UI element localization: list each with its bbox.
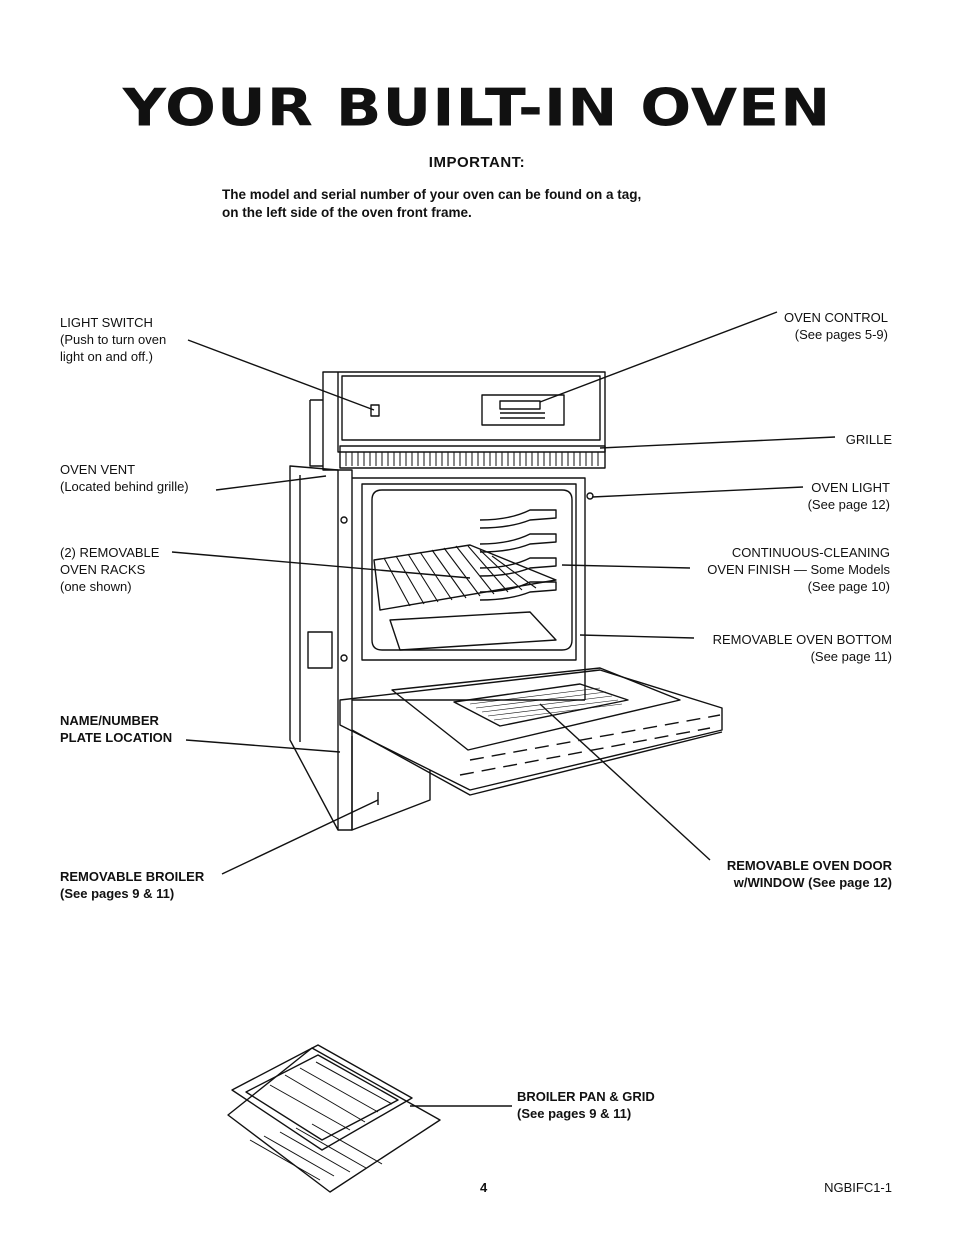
label-name-plate-line2: PLATE LOCATION	[60, 730, 173, 745]
label-light-switch-line3: light on and off.)	[60, 349, 153, 364]
label-oven-vent-line2: (Located behind grille)	[60, 479, 189, 494]
label-removable-bottom-line2: (See page 11)	[810, 649, 892, 664]
broiler-drawer	[351, 736, 431, 831]
cabinet-side	[289, 465, 339, 831]
label-removable-door: REMOVABLE OVEN DOOR w/WINDOW (See page 1…	[727, 857, 892, 891]
label-broiler-pan-title: BROILER PAN & GRID	[517, 1089, 655, 1104]
intro-line-1: The model and serial number of your oven…	[222, 187, 642, 202]
oven-control-display	[481, 394, 565, 426]
label-name-plate: NAME/NUMBER PLATE LOCATION	[60, 712, 172, 746]
light-switch-knob	[370, 404, 380, 417]
label-oven-control-title: OVEN CONTROL	[783, 310, 888, 325]
page-title: YOUR BUILT-IN OVEN	[122, 78, 832, 139]
label-removable-racks-line3: (one shown)	[60, 579, 132, 594]
document-code: NGBIFC1-1	[824, 1180, 892, 1195]
intro-text: The model and serial number of your oven…	[222, 186, 641, 222]
important-heading: IMPORTANT:	[428, 154, 526, 171]
name-plate	[307, 631, 333, 669]
label-removable-racks-line2: OVEN RACKS	[60, 562, 146, 577]
grille	[339, 445, 606, 469]
label-light-switch-title: LIGHT SWITCH	[60, 315, 153, 330]
label-removable-racks-title: (2) REMOVABLE	[60, 545, 160, 560]
page-number: 4	[480, 1180, 488, 1195]
label-light-switch: LIGHT SWITCH (Push to turn oven light on…	[60, 314, 166, 365]
label-removable-broiler-line2: (See pages 9 & 11)	[60, 886, 175, 901]
label-oven-control: OVEN CONTROL (See pages 5-9)	[784, 309, 888, 343]
label-name-plate-title: NAME/NUMBER	[60, 713, 159, 728]
label-grille: GRILLE	[846, 431, 892, 448]
label-removable-broiler: REMOVABLE BROILER (See pages 9 & 11)	[60, 868, 204, 902]
label-removable-bottom-title: REMOVABLE OVEN BOTTOM	[712, 632, 892, 647]
label-continuous-cleaning-line3: (See page 10)	[807, 579, 890, 594]
label-removable-door-title: REMOVABLE OVEN DOOR	[726, 858, 892, 873]
oven-rack	[373, 544, 557, 611]
label-oven-light: OVEN LIGHT (See page 12)	[808, 479, 890, 513]
door-window	[453, 683, 629, 727]
oven-door	[339, 669, 723, 791]
label-light-switch-line2: (Push to turn oven	[60, 332, 167, 347]
label-removable-door-line2: w/WINDOW (See page 12)	[733, 875, 892, 890]
label-oven-vent: OVEN VENT (Located behind grille)	[60, 461, 189, 495]
label-continuous-cleaning-title: CONTINUOUS-CLEANING	[731, 545, 890, 560]
label-removable-broiler-title: REMOVABLE BROILER	[60, 869, 205, 884]
label-continuous-cleaning-line2: OVEN FINISH — Some Models	[707, 562, 890, 577]
intro-line-2: on the left side of the oven front frame…	[222, 205, 472, 220]
label-removable-bottom: REMOVABLE OVEN BOTTOM (See page 11)	[713, 631, 892, 665]
label-oven-light-line2: (See page 12)	[807, 497, 890, 512]
label-grille-title: GRILLE	[845, 432, 892, 447]
label-oven-light-title: OVEN LIGHT	[811, 480, 890, 495]
oven-cavity	[371, 489, 573, 651]
oven-frame	[338, 469, 353, 831]
label-broiler-pan-line2: (See pages 9 & 11)	[517, 1106, 632, 1121]
label-continuous-cleaning: CONTINUOUS-CLEANING OVEN FINISH — Some M…	[707, 544, 890, 595]
label-removable-racks: (2) REMOVABLE OVEN RACKS (one shown)	[60, 544, 159, 595]
label-broiler-pan: BROILER PAN & GRID (See pages 9 & 11)	[517, 1088, 655, 1122]
label-oven-vent-title: OVEN VENT	[60, 462, 136, 477]
broiler-pan	[227, 1047, 441, 1193]
label-oven-control-line2: (See pages 5-9)	[794, 327, 888, 342]
